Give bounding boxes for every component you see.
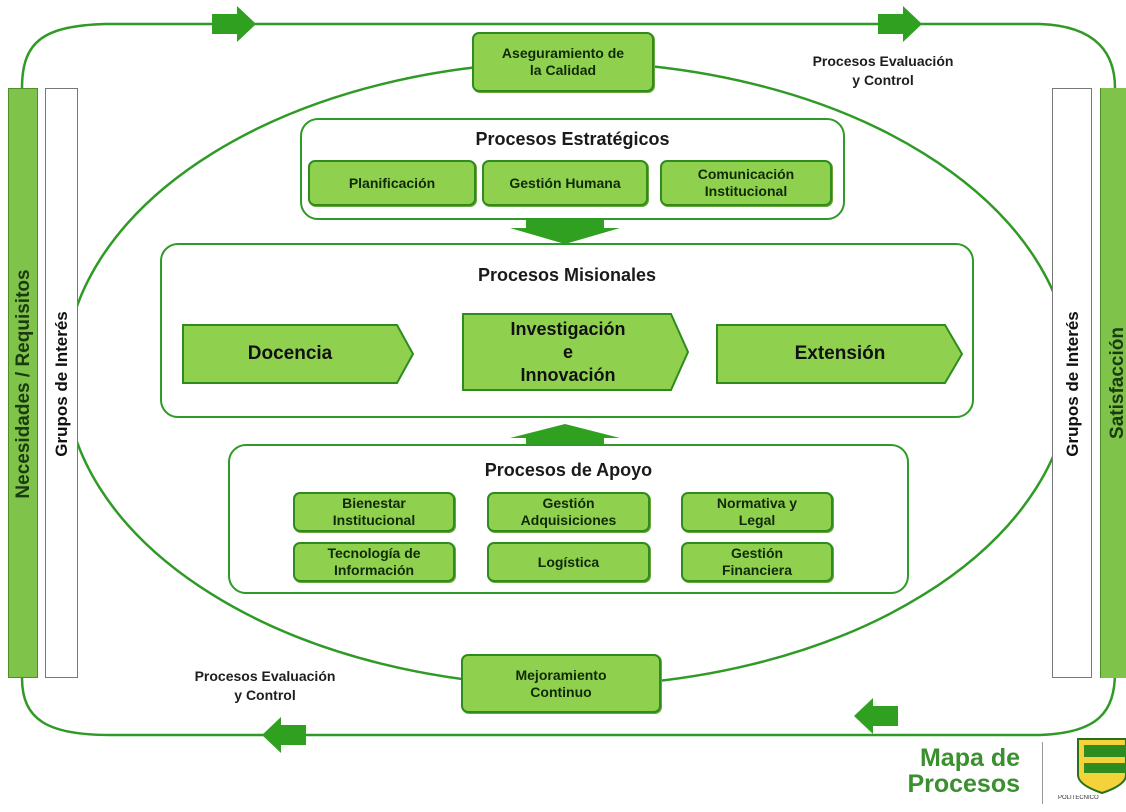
extension-arrow-shape (716, 324, 964, 384)
misionales-title: Procesos Misionales (477, 265, 657, 285)
institution-label: POLITÉCNICO (1058, 795, 1099, 801)
brand-line-2: Procesos (907, 770, 1020, 798)
estrategicos-title: Procesos Estratégicos (475, 129, 670, 149)
adquisiciones-box: Gestión Adquisiciones (487, 492, 650, 532)
eval-note-bottom: Procesos Evaluación y Control (194, 668, 336, 703)
financiera-box: Gestión Financiera (681, 542, 833, 582)
right-inner-panel: Grupos de Interés (1052, 88, 1092, 678)
investigacion-label: Investigación e Innovación (510, 318, 626, 385)
comunicacion-box: Comunicación Institucional (660, 160, 832, 206)
planificacion-box: Planificación (308, 160, 476, 206)
down-arrow (510, 220, 620, 244)
up-arrow (510, 424, 620, 444)
aseguramiento-box: Aseguramiento de la Calidad (472, 32, 654, 92)
outer-loop-bottom (20, 671, 1117, 737)
left-inner-panel: Grupos de Interés (45, 88, 78, 678)
tecnologia-box: Tecnología de Información (293, 542, 455, 582)
brand-divider (1042, 742, 1043, 804)
gestion-humana-box: Gestión Humana (482, 160, 648, 206)
apoyo-title: Procesos de Apoyo (484, 460, 653, 480)
bienestar-box: Bienestar Institucional (293, 492, 455, 532)
mejoramiento-box: Mejoramiento Continuo (461, 654, 661, 713)
docencia-arrow-shape (182, 324, 415, 384)
normativa-box: Normativa y Legal (681, 492, 833, 532)
flow-arrow-bottom-left (262, 717, 306, 753)
docencia-label: Docencia (247, 343, 333, 364)
right-bar: Satisfacción (1100, 88, 1126, 678)
investigacion-arrow-shape (462, 313, 690, 391)
brand-title: Mapa de Procesos (900, 745, 1020, 797)
outer-loop (20, 22, 1117, 89)
shield-logo-icon (1077, 738, 1126, 795)
eval-note-top: Procesos Evaluación y Control (812, 53, 954, 88)
flow-arrow-bottom-right (854, 698, 898, 734)
flow-arrow-top-left (212, 6, 256, 42)
logistica-box: Logística (487, 542, 650, 582)
extension-label: Extensión (794, 343, 886, 364)
brand-line-1: Mapa de (919, 744, 1020, 772)
left-bar: Necesidades / Requisitos (8, 88, 38, 678)
flow-arrow-top-right (878, 6, 922, 42)
